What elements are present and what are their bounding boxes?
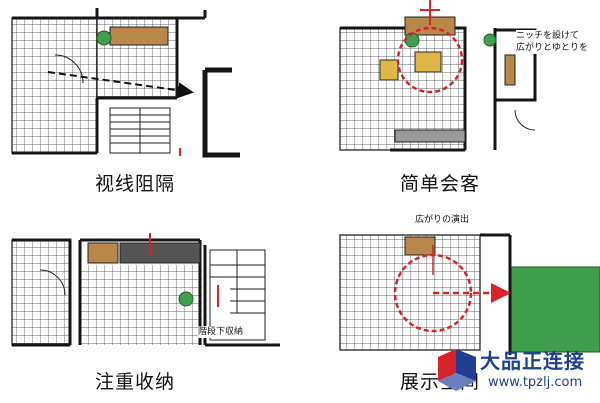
garden-area: [509, 266, 600, 353]
plant-icon: [483, 33, 497, 47]
caption-storage: 注重收纳: [95, 371, 176, 393]
storage-cabinet: [119, 242, 201, 264]
guest-zone-circle: [396, 26, 464, 94]
armchair: [379, 59, 399, 81]
niche-note-line-1: ニッチを設けて: [516, 31, 580, 41]
tiled-floor: [11, 17, 98, 154]
door-swing: [514, 109, 536, 131]
plan-display-space: [339, 233, 600, 355]
expansion-note: 広がりの演出: [415, 214, 470, 226]
plan-guest-area: [339, 0, 537, 152]
under-stairs-note: 階段下収納: [198, 326, 244, 338]
logo-url: www.tpzlj.com: [488, 375, 583, 390]
plan-storage: [11, 233, 280, 347]
logo-mark-icon: [438, 349, 476, 391]
sideboard: [109, 26, 169, 46]
caption-guest-area: 简单会客: [400, 173, 481, 195]
staircase: [209, 249, 266, 341]
door-swing: [54, 54, 84, 84]
logo-title: 大品正连接: [480, 349, 585, 373]
watermark-logo: 大品正连接 www.tpzlj.com: [434, 343, 594, 399]
sideboard: [87, 242, 119, 264]
caption-view-block: 视线阻隔: [95, 173, 176, 195]
plant-icon: [96, 30, 112, 46]
plant-icon: [404, 32, 420, 48]
table: [414, 51, 442, 73]
sight-line-arrow: [47, 71, 194, 99]
sideboard: [404, 236, 436, 256]
niche-note-line-2: 広がりとゆとりを: [516, 43, 589, 53]
niche-note: ニッチを設けて 広がりとゆとりを: [516, 30, 589, 54]
staircase: [109, 107, 171, 154]
wall-outline: [12, 238, 202, 347]
plan-view-block: [11, 8, 240, 158]
plant-icon: [178, 291, 194, 307]
door-swing: [39, 269, 66, 296]
wall-outline: [12, 8, 207, 155]
gray-counter: [394, 129, 466, 143]
tiled-floor: [11, 239, 71, 346]
